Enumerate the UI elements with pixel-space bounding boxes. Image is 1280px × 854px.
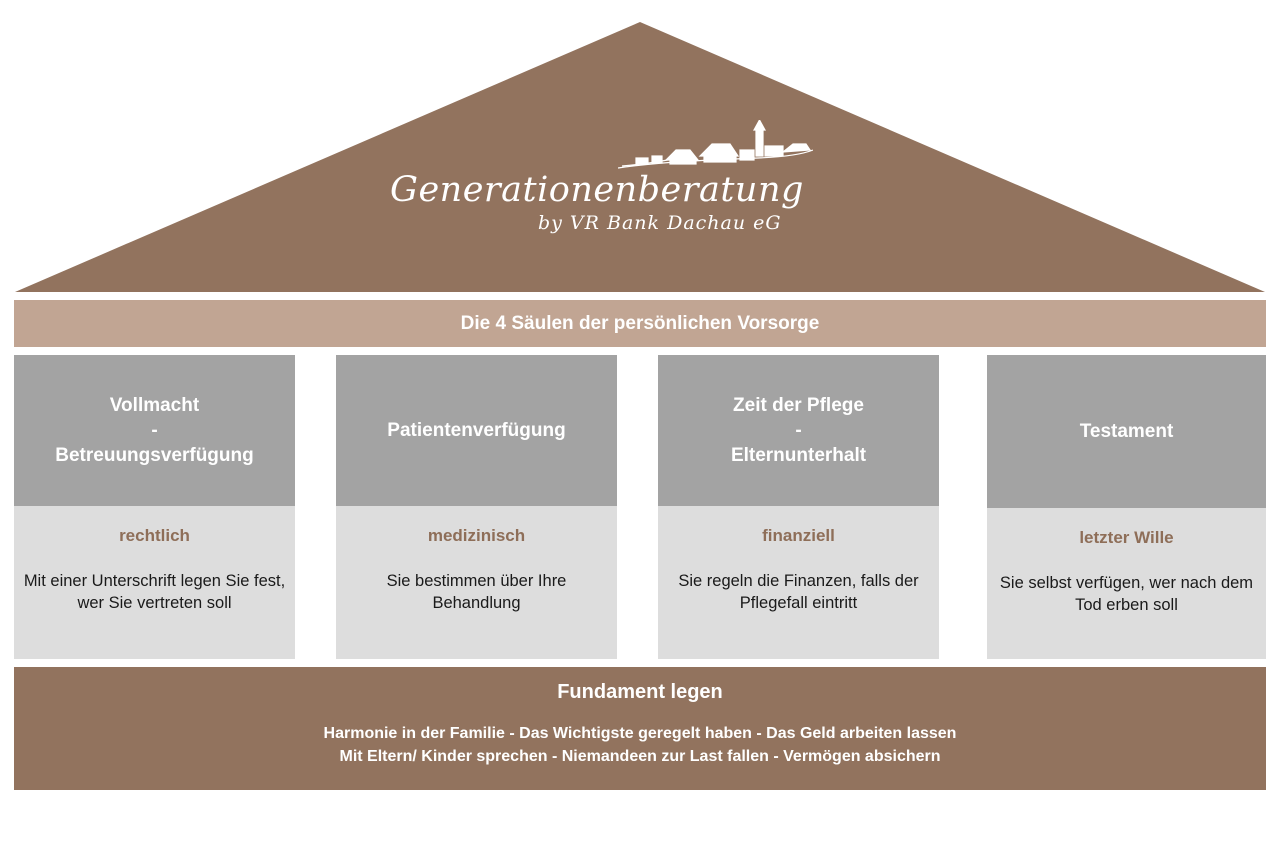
pillar-description: Sie regeln die Finanzen, falls der Pfleg… xyxy=(678,572,919,612)
pillar-title: Vollmacht - Betreuungsverfügung xyxy=(14,355,295,506)
village-skyline-icon xyxy=(618,120,813,169)
pillar-vollmacht: Vollmacht - Betreuungsverfügung rechtlic… xyxy=(14,355,295,659)
pillar-title-line: Zeit der Pflege xyxy=(733,395,864,416)
foundation-line: Harmonie in der Familie - Das Wichtigste… xyxy=(323,725,957,742)
pillar-title-line: - xyxy=(795,420,802,441)
brand-title: Generationenberatung xyxy=(390,170,804,210)
pillar-title: Patientenverfügung xyxy=(336,355,617,506)
pillar-title: Zeit der Pflege - Elternunterhalt xyxy=(658,355,939,506)
brand-logo: Generationenberatung by VR Bank Dachau e… xyxy=(390,120,830,240)
pillar-category: rechtlich xyxy=(119,526,190,545)
pillar-patientenverfuegung: Patientenverfügung medizinisch Sie besti… xyxy=(336,355,617,659)
pillar-title-line: Vollmacht xyxy=(109,395,200,416)
foundation-line: Mit Eltern/ Kinder sprechen - Niemandeen… xyxy=(339,748,941,765)
house-roof xyxy=(15,22,1265,292)
pillar-title: Testament xyxy=(987,355,1266,508)
pillar-title-line: Testament xyxy=(1079,421,1174,442)
foundation-title: Fundament legen xyxy=(557,681,723,703)
foundation-block: Fundament legen Harmonie in der Familie … xyxy=(14,667,1266,790)
brand-subtitle: by VR Bank Dachau eG xyxy=(538,212,782,234)
pillar-body: letzter Wille Sie selbst verfügen, wer n… xyxy=(987,508,1266,659)
pillar-description: Sie selbst verfügen, wer nach dem Tod er… xyxy=(999,574,1254,614)
pillar-body: finanziell Sie regeln die Finanzen, fall… xyxy=(658,506,939,659)
pillar-category: letzter Wille xyxy=(1079,528,1174,547)
pillar-description: Mit einer Unterschrift legen Sie fest, w… xyxy=(23,572,286,612)
pillars-heading: Die 4 Säulen der persönlichen Vorsorge xyxy=(460,312,820,334)
pillar-category: finanziell xyxy=(762,526,835,545)
pillar-title-line: - xyxy=(151,420,158,441)
pillar-zeit-der-pflege: Zeit der Pflege - Elternunterhalt finanz… xyxy=(658,355,939,659)
pillar-title-line: Betreuungsverfügung xyxy=(55,445,254,466)
pillars-heading-band: Die 4 Säulen der persönlichen Vorsorge xyxy=(14,300,1266,347)
pillar-description: Sie bestimmen über Ihre Behandlung xyxy=(386,572,567,612)
pillar-category: medizinisch xyxy=(427,526,526,545)
pillar-title-line: Patientenverfügung xyxy=(387,420,566,441)
pillar-testament: Testament letzter Wille Sie selbst verfü… xyxy=(987,355,1266,659)
pillar-title-line: Elternunterhalt xyxy=(730,445,867,466)
roof-triangle xyxy=(15,22,1265,292)
pillar-body: medizinisch Sie bestimmen über Ihre Beha… xyxy=(336,506,617,659)
pillar-body: rechtlich Mit einer Unterschrift legen S… xyxy=(14,506,295,659)
